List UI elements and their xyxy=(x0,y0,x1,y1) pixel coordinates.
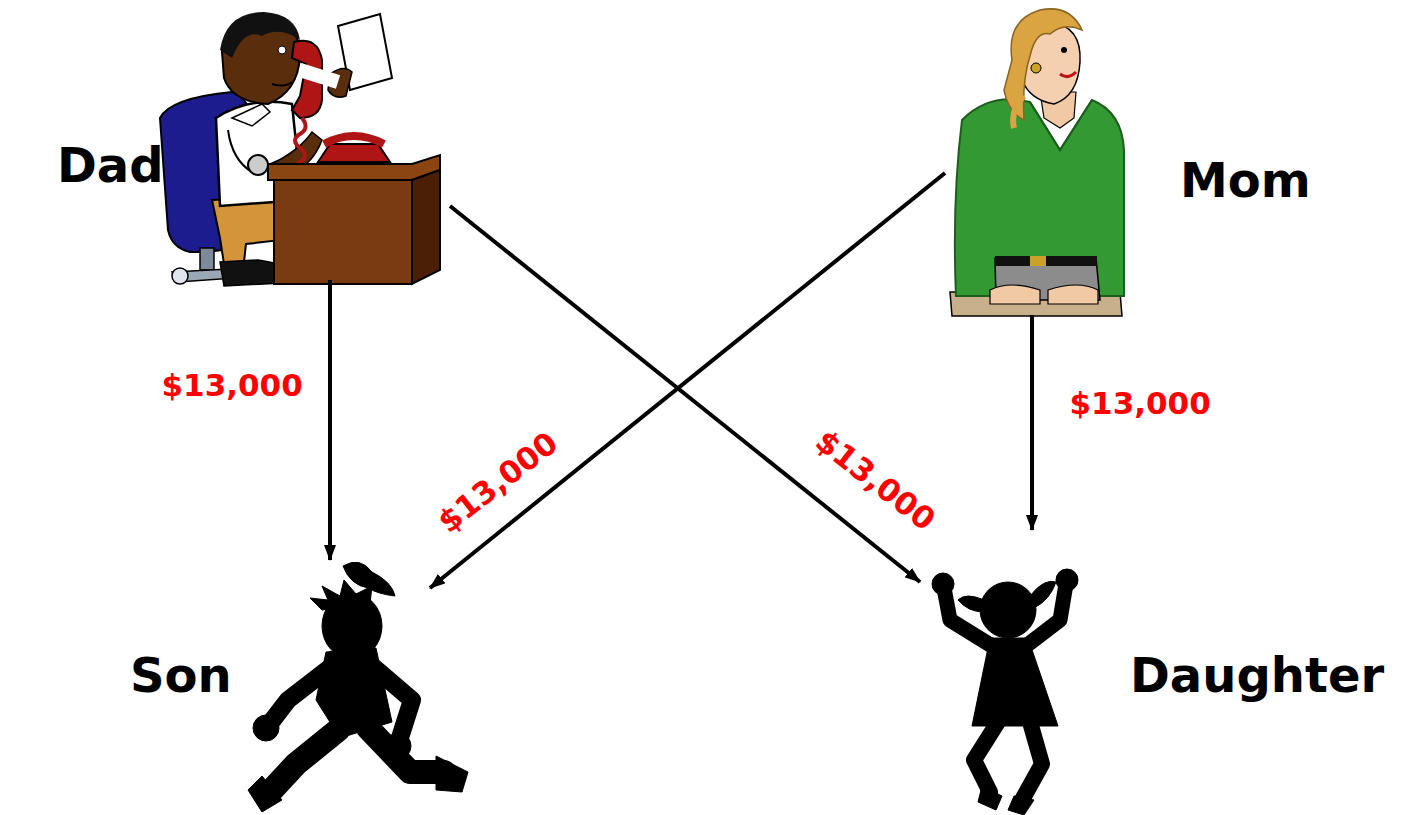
money-arrow xyxy=(1030,315,1034,530)
son-silhouette xyxy=(248,562,468,812)
amount-label: $13,000 xyxy=(808,422,941,537)
person-name: Daughter xyxy=(1130,646,1384,704)
person-node: Son xyxy=(120,560,430,810)
amount-label: $13,000 xyxy=(1070,385,1211,421)
money-arrow xyxy=(450,206,920,582)
person-name: Mom xyxy=(1180,151,1311,209)
person-node: Mom xyxy=(945,10,1335,315)
amount-label: $13,000 xyxy=(430,424,563,539)
person-name: Son xyxy=(130,646,232,704)
person-name: Dad xyxy=(57,136,164,194)
person-node: Daughter xyxy=(920,530,1410,810)
money-arrow xyxy=(430,173,945,588)
dad-illustration xyxy=(160,12,440,286)
daughter-silhouette xyxy=(932,569,1078,815)
amount-label: $13,000 xyxy=(162,367,303,403)
mom-illustration xyxy=(950,9,1124,316)
person-node: Dad xyxy=(40,20,450,280)
money-arrow xyxy=(328,280,332,560)
